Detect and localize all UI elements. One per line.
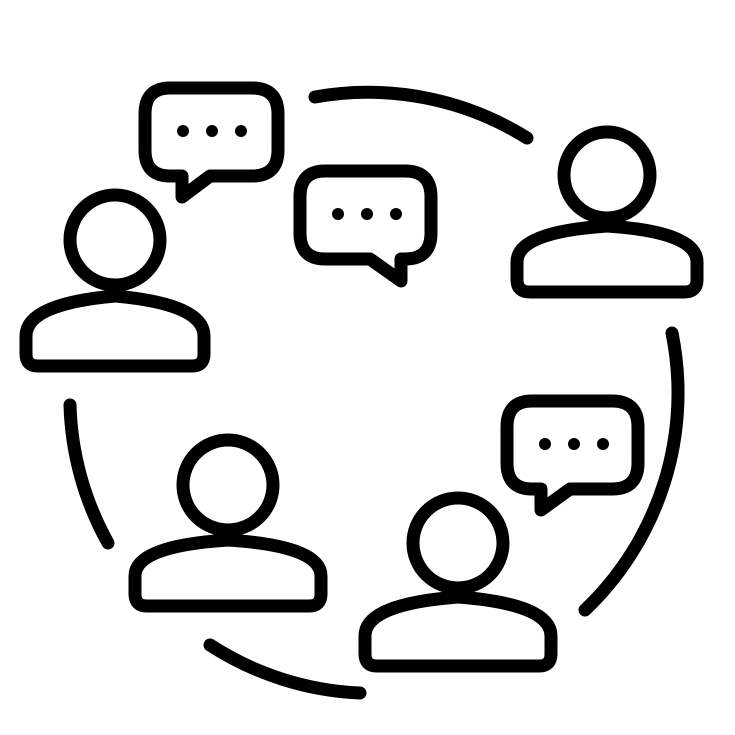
speech-bubble-icon-top-left [138,81,285,204]
ring-arc-bottom [203,638,367,700]
ring-arc-right [578,326,685,617]
person-icon-bottom-right [358,491,558,673]
ring-arc-left [63,398,115,550]
person-icon-left [19,188,211,373]
ring-arcs [63,85,685,700]
speech-bubble-icon-right [500,394,645,517]
person-icon-bottom-left [128,433,328,613]
ring-arc-top [308,85,534,145]
person-icon-top-right [510,125,704,299]
speech-bubble-icon-center [293,164,438,288]
